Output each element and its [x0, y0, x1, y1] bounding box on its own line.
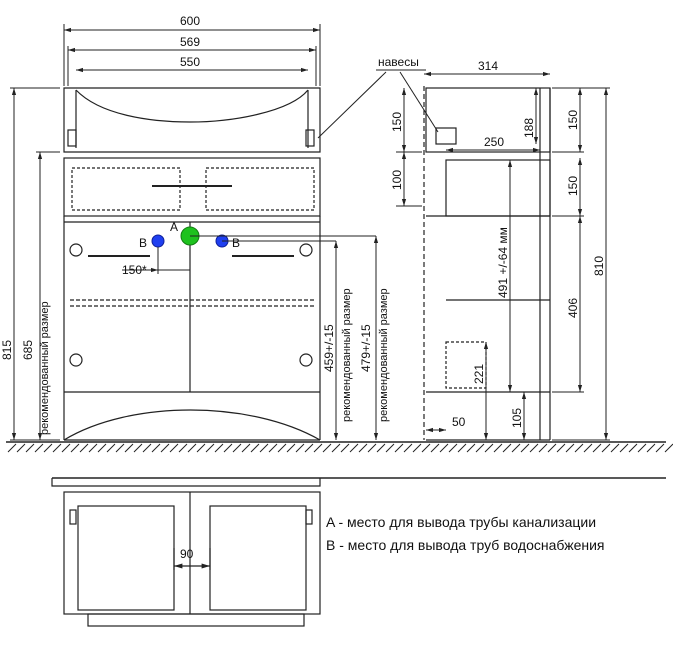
- dim-hinge-100: 100: [390, 170, 404, 190]
- water-point-b-left: [151, 234, 165, 248]
- drawer-box-right: [205, 167, 315, 211]
- door-hinge: [299, 243, 313, 257]
- dim-150-mid: 150: [566, 176, 580, 196]
- plan-section-left: [77, 505, 175, 611]
- dim-685: 685: [21, 340, 35, 360]
- plan-front-panel: [87, 613, 305, 627]
- plinth-arch: [63, 409, 321, 441]
- plan-view: [51, 477, 666, 627]
- dim-188: 188: [522, 118, 536, 138]
- drawer-outline: [63, 157, 321, 217]
- door-hinge: [69, 353, 83, 367]
- floor: [6, 441, 673, 453]
- dim-50: 50: [452, 415, 466, 429]
- dim-hinge-150: 150: [390, 112, 404, 132]
- dim-314: 314: [478, 59, 498, 73]
- front-view: [63, 87, 321, 441]
- legend-item-b: B - место для вывода труб водоснабжения: [326, 537, 605, 553]
- side-hinge: [435, 127, 457, 145]
- plan-section-right: [209, 505, 307, 611]
- door-hinge: [299, 353, 313, 367]
- recommended-label-left: рекомендованный размер: [39, 301, 51, 435]
- side-drawer: [445, 159, 551, 217]
- recommended-label-right: рекомендованный размер: [378, 288, 390, 422]
- door-hinge: [69, 243, 83, 257]
- hinges-label: навесы: [378, 55, 419, 69]
- dim-810: 810: [592, 256, 606, 276]
- dim-550: 550: [180, 55, 200, 69]
- legend-item-a: A - место для вывода трубы канализации: [326, 514, 597, 530]
- label-point-a: A: [170, 220, 178, 234]
- dim-479: 479+/-15: [359, 324, 373, 372]
- leader-line: [317, 71, 387, 139]
- hinge-left: [67, 129, 77, 147]
- dim-815: 815: [0, 340, 14, 360]
- basin-curve: [75, 89, 309, 123]
- plan-hinge: [305, 509, 313, 525]
- dim-221: 221: [472, 364, 486, 384]
- recommended-label-mid: рекомендованный размер: [341, 288, 353, 422]
- dim-250: 250: [484, 135, 504, 149]
- label-point-b-right: B: [232, 236, 240, 250]
- floor-hatching: [7, 443, 673, 453]
- basin-outline: [63, 87, 321, 153]
- dim-406: 406: [566, 298, 580, 318]
- plan-hinge: [69, 509, 77, 525]
- side-dimensions: 314 250 188 491 +/-64 мм 221 105 50 810 …: [390, 59, 610, 441]
- leader-line: [399, 71, 439, 133]
- dim-569: 569: [180, 35, 200, 49]
- drawer-box-left: [71, 167, 181, 211]
- dim-600: 600: [180, 14, 200, 28]
- plan-top-edge: [51, 478, 321, 487]
- dim-491: 491 +/-64 мм: [496, 227, 510, 298]
- label-point-b-left: B: [139, 236, 147, 250]
- dim-459: 459+/-15: [322, 324, 336, 372]
- hinge-right: [305, 129, 315, 147]
- front-dimensions: 600 569 550 815 685 рекомендованный разм…: [0, 14, 390, 441]
- side-view: [423, 86, 551, 441]
- dim-150-star: 150*: [122, 263, 147, 277]
- hinges-callout: навесы: [317, 55, 439, 139]
- dim-plan-90: 90: [180, 547, 194, 561]
- dim-150-top: 150: [566, 110, 580, 130]
- dim-105: 105: [510, 408, 524, 428]
- plan-dimensions: 90: [180, 547, 194, 561]
